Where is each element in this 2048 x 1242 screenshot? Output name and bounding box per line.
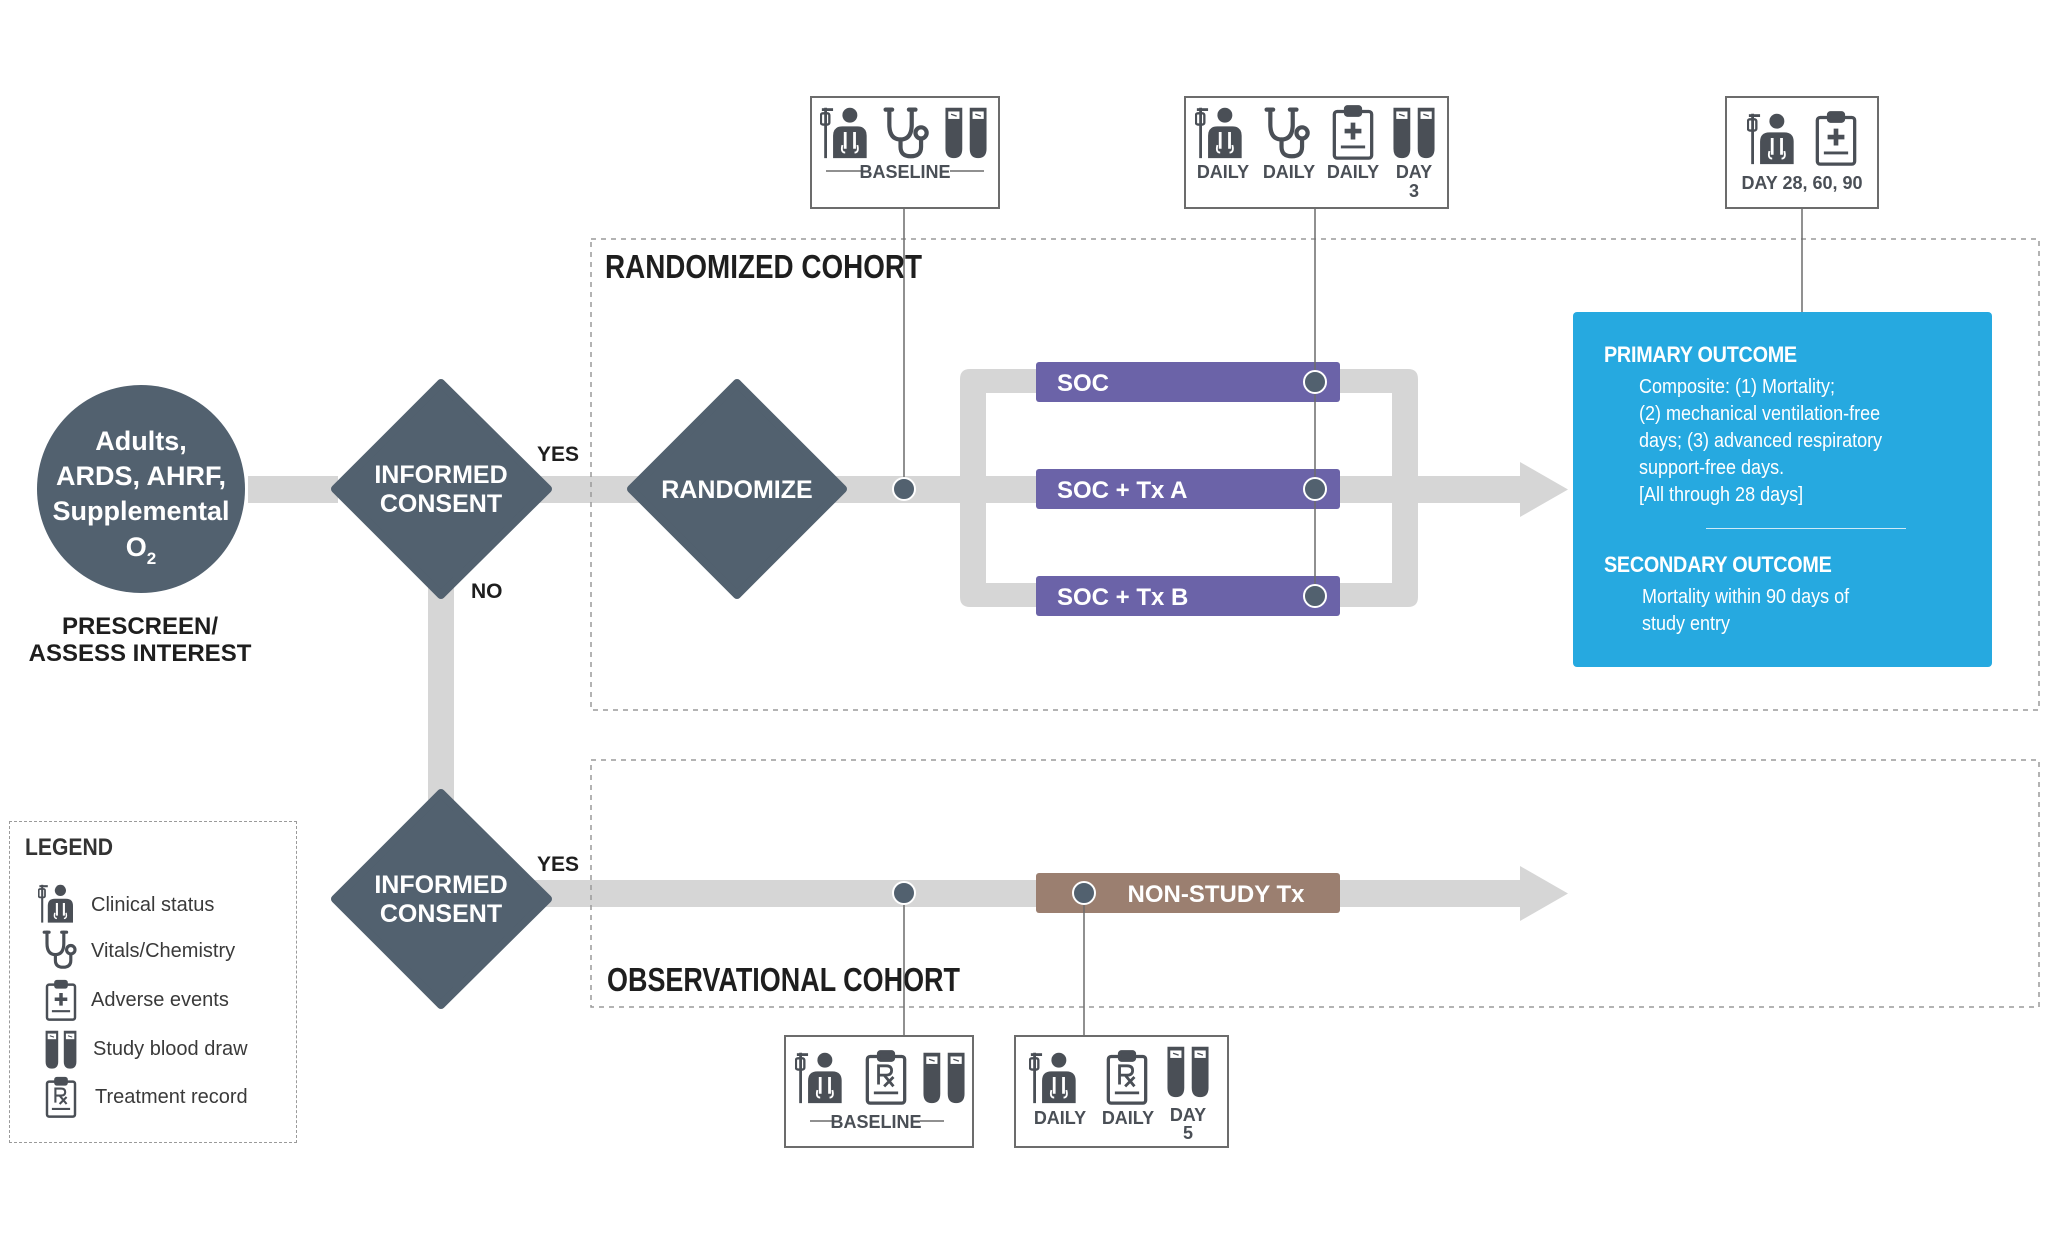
- observational-cohort-region: [590, 759, 2040, 1008]
- flow-start-to-consent: [248, 476, 338, 503]
- consent-bottom-line-2: CONSENT: [380, 900, 502, 928]
- arm-tx-a-bar: [1036, 469, 1340, 509]
- primary-line: days; (3) advanced respiratory: [1639, 430, 1883, 452]
- yes-label-bottom: YES: [537, 853, 579, 876]
- oxygen-subscript: 2: [147, 549, 156, 568]
- start-line-2: ARDS, AHRF,: [56, 461, 226, 491]
- daily-bottom-label-3: DAY: [1170, 1105, 1206, 1125]
- daily-assessment-bottom: DAILY DAILY DAY 5: [1014, 1035, 1229, 1148]
- prescreen-caption-1: PRESCREEN/: [62, 613, 218, 640]
- flow-connectors: [248, 369, 1568, 921]
- consent-top-line-2: CONSENT: [380, 490, 502, 518]
- non-study-tx-bar: [1036, 873, 1340, 913]
- flow-observational: [530, 880, 1520, 907]
- daily-top-label-3: DAILY: [1327, 162, 1379, 182]
- start-line-4: O2: [126, 532, 156, 568]
- tx-a-daily-dot: [1303, 477, 1327, 501]
- flow-no-branch: [428, 575, 454, 800]
- non-study-tx-label: NON-STUDY Tx: [1128, 881, 1306, 908]
- randomized-arrowhead: [1520, 462, 1568, 517]
- randomize-label: RANDOMIZE: [661, 476, 812, 504]
- legend-title: LEGEND: [25, 834, 114, 861]
- daily-top-label-4: DAY: [1396, 162, 1432, 182]
- baseline-assessment-bottom: BASELINE: [784, 1035, 974, 1148]
- outcome-divider: [1706, 528, 1906, 529]
- start-line-3: Supplemental: [52, 496, 229, 526]
- arm-tx-a-label: SOC + Tx A: [1057, 477, 1187, 504]
- observational-arrowhead: [1520, 866, 1568, 921]
- prescreen-caption-2: ASSESS INTEREST: [29, 640, 252, 667]
- eligible-population-node: [37, 385, 245, 593]
- observational-cohort-title: OBSERVATIONAL COHORT: [607, 961, 960, 998]
- informed-consent-top-diamond: [331, 379, 552, 599]
- daily-top-label-1: DAILY: [1197, 162, 1249, 182]
- primary-outcome-text: Composite: (1) Mortality; (2) mechanical…: [1639, 374, 1882, 509]
- observational-baseline-dot: [892, 881, 916, 905]
- secondary-line: Mortality within 90 days of: [1642, 586, 1850, 608]
- informed-consent-bottom-diamond: [331, 789, 552, 1009]
- primary-line: support-free days.: [1639, 457, 1785, 479]
- followup-label: DAY 28, 60, 90: [1741, 173, 1862, 193]
- no-label: NO: [471, 580, 503, 603]
- primary-outcome-title: PRIMARY OUTCOME: [1604, 342, 1797, 367]
- daily-bottom-label-2: DAILY: [1102, 1108, 1154, 1128]
- arm-tx-b-label: SOC + Tx B: [1057, 584, 1188, 611]
- baseline-bottom-label: BASELINE: [830, 1112, 921, 1132]
- baseline-assessment-top: BASELINE: [810, 96, 1000, 209]
- legend-item-treatment-record: Treatment record: [95, 1086, 248, 1108]
- primary-line: Composite: (1) Mortality;: [1639, 376, 1836, 398]
- assessment-connectors: [903, 208, 1803, 1036]
- primary-line: (2) mechanical ventilation-free: [1639, 403, 1881, 425]
- arm-soc-bar: [1036, 362, 1340, 402]
- secondary-outcome-title: SECONDARY OUTCOME: [1604, 552, 1832, 577]
- yes-label-top: YES: [537, 443, 579, 466]
- daily-bottom-label-1: DAILY: [1034, 1108, 1086, 1128]
- randomized-cohort-title: RANDOMIZED COHORT: [605, 248, 922, 285]
- outcomes-panel: PRIMARY OUTCOME Composite: (1) Mortality…: [1573, 312, 1992, 667]
- timepoint-markers: [892, 370, 1327, 905]
- start-line-1: Adults,: [95, 426, 187, 456]
- soc-daily-dot: [1303, 370, 1327, 394]
- legend-item-study-blood-draw: Study blood draw: [93, 1038, 248, 1060]
- daily-bottom-label-4: 5: [1183, 1123, 1193, 1143]
- legend-item-clinical-status: Clinical status: [91, 894, 215, 916]
- primary-line: [All through 28 days]: [1639, 484, 1804, 506]
- secondary-outcome-text: Mortality within 90 days of study entry: [1642, 584, 1849, 638]
- baseline-top-label: BASELINE: [859, 162, 950, 182]
- legend-item-vitals-chemistry: Vitals/Chemistry: [91, 940, 236, 962]
- daily-top-label-5: 3: [1409, 181, 1419, 201]
- legend-item-adverse-events: Adverse events: [91, 989, 229, 1011]
- tx-b-daily-dot: [1303, 584, 1327, 608]
- consent-bottom-line-1: INFORMED: [374, 871, 507, 899]
- arm-soc-label: SOC: [1057, 370, 1109, 397]
- arm-bracket: [960, 369, 1418, 607]
- oxygen-symbol: O: [126, 532, 147, 562]
- legend-panel: LEGEND Clinical status Vitals/Chemistry …: [9, 821, 297, 1143]
- non-study-daily-dot: [1072, 881, 1096, 905]
- daily-top-label-2: DAILY: [1263, 162, 1315, 182]
- daily-assessment-top: DAILY DAILY DAILY DAY 3: [1184, 96, 1449, 209]
- randomize-diamond: [627, 379, 847, 599]
- followup-assessment: DAY 28, 60, 90: [1725, 96, 1879, 209]
- consent-top-line-1: INFORMED: [374, 461, 507, 489]
- randomized-baseline-dot: [892, 477, 916, 501]
- arm-tx-b-bar: [1036, 576, 1340, 616]
- secondary-line: study entry: [1642, 613, 1731, 635]
